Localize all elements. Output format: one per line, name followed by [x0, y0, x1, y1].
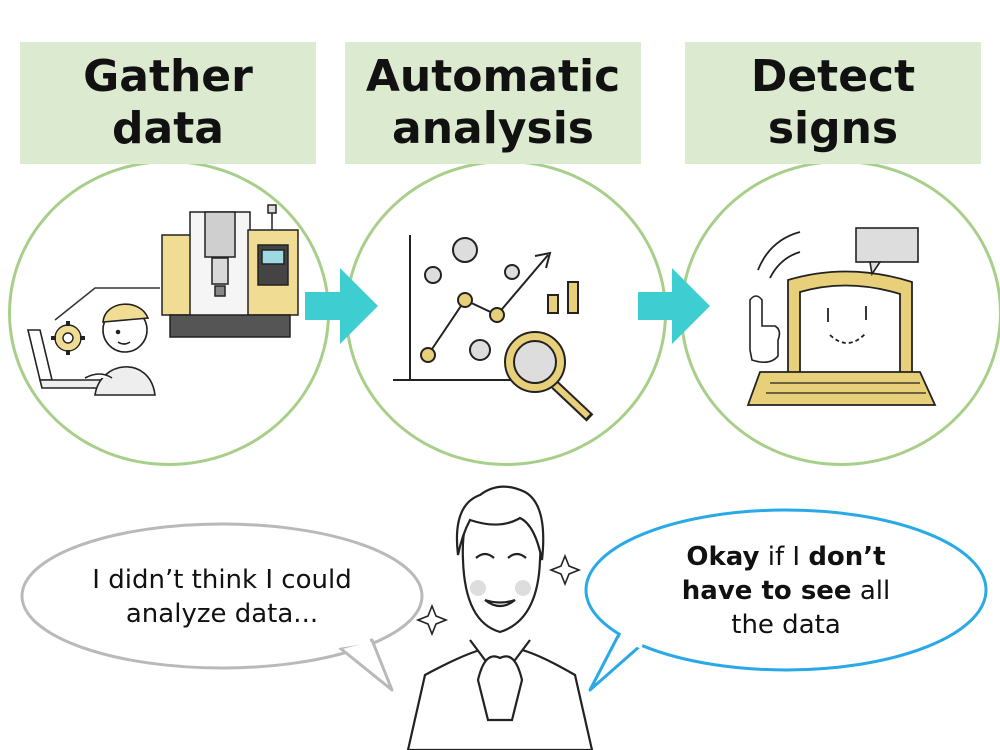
factory-machine-icon [161, 204, 299, 338]
bubble-left-line: analyze data... [125, 599, 319, 629]
bubble-right-line: Okay if I don’t [600, 540, 972, 574]
step-label-line: Detect [750, 51, 916, 102]
bubble-right-line: have to see all [600, 574, 972, 608]
gear-icon [51, 321, 85, 355]
bubble-right [584, 508, 988, 692]
bubble-right-text: Okay if I don’t have to see all the data [600, 540, 972, 642]
bubble-right-plain: all [851, 576, 891, 606]
sound-waves [757, 231, 801, 279]
step-label-line: Gather [83, 51, 253, 102]
bubble-left-text: I didn’t think I could analyze data... [40, 563, 404, 631]
step-circle-analysis [345, 160, 667, 466]
bubble-right-line: the data [731, 610, 841, 640]
finger-up-icon [749, 295, 781, 364]
bubble-right-emphasis: Okay [686, 542, 760, 572]
step-label-line: Automatic [365, 51, 621, 102]
step-label-line: analysis [392, 103, 594, 154]
bubble-left [20, 522, 424, 692]
step-label-line: data [112, 103, 224, 154]
bubble-right-plain: if I [759, 542, 809, 572]
worker-icon [84, 303, 156, 396]
bubble-right-emphasis: don’t [808, 542, 886, 572]
bubble-left-line: I didn’t think I could [92, 565, 352, 595]
bubble-right-emphasis: have to see [681, 576, 852, 606]
sparkle-icon [415, 553, 582, 637]
flow-arrow-1 [305, 268, 378, 344]
computer-face-icon [746, 270, 937, 406]
magnifier-icon [504, 331, 594, 422]
flow-arrow-2 [638, 268, 710, 344]
person-icon [406, 485, 594, 750]
speech-bubble-icon [855, 227, 919, 277]
scatter-chart-icon [393, 235, 579, 381]
step-label-line: signs [767, 103, 899, 154]
connector-line [54, 287, 160, 321]
